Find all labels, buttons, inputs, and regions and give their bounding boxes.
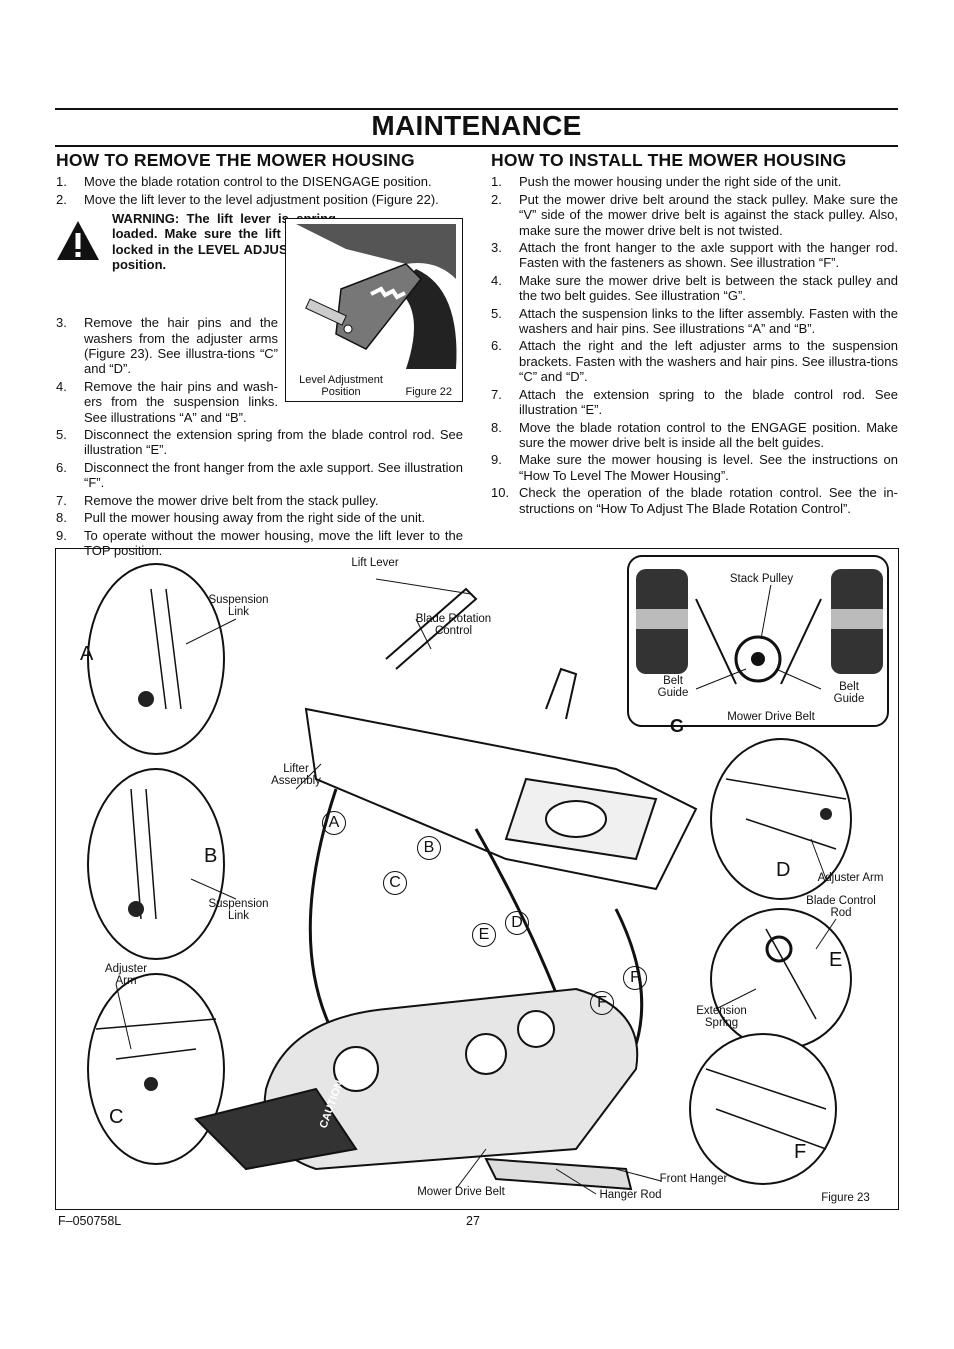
top-rule bbox=[55, 108, 898, 110]
stack-pulley-label: Stack Pulley bbox=[724, 573, 799, 585]
adjuster-arm-left-label: Adjuster Arm bbox=[104, 963, 148, 987]
detail-letter-d: D bbox=[776, 859, 791, 881]
figure-22-number: Figure 22 bbox=[405, 386, 452, 398]
install-step: 7.Attach the extension spring to the bla… bbox=[491, 386, 898, 418]
install-section: HOW TO INSTALL THE MOWER HOUSING 1.Push … bbox=[491, 150, 898, 518]
detail-letter-f: F bbox=[794, 1141, 807, 1163]
callout-letter-e: E bbox=[472, 923, 496, 947]
detail-letter-a: A bbox=[80, 643, 94, 665]
install-step: 2.Put the mower drive belt around the st… bbox=[491, 191, 898, 238]
callout-letter-f1: F bbox=[623, 966, 647, 990]
title-rule bbox=[55, 145, 898, 147]
remove-step: 2.Move the lift lever to the level adjus… bbox=[56, 191, 439, 207]
remove-step: 4.Remove the hair pins and wash-ers from… bbox=[56, 378, 278, 425]
install-step: 9.Make sure the mower housing is level. … bbox=[491, 452, 898, 483]
remove-step: 8.Pull the mower housing away from the r… bbox=[56, 510, 426, 526]
hanger-rod-label: Hanger Rod bbox=[599, 1189, 662, 1201]
extension-spring-label: Extension Spring bbox=[696, 1005, 747, 1029]
remove-section: HOW TO REMOVE THE MOWER HOUSING 1.Move t… bbox=[56, 150, 463, 560]
install-step: 6.Attach the right and the left adjuster… bbox=[491, 338, 898, 385]
blade-rotation-control-label: Blade Rotation Control bbox=[415, 613, 492, 637]
lift-lever-label: Lift Lever bbox=[351, 557, 399, 569]
figure-23: CAUTION Lift Lever Blade Rotation Contro… bbox=[55, 548, 899, 1210]
mower-housing-illustration: CAUTION bbox=[87, 555, 889, 1195]
install-step: 5.Attach the suspension links to the lif… bbox=[491, 305, 898, 337]
install-heading: HOW TO INSTALL THE MOWER HOUSING bbox=[491, 150, 847, 170]
front-hanger-label: Front Hanger bbox=[659, 1173, 728, 1185]
callout-letter-d: D bbox=[505, 911, 529, 935]
install-step: 4.Make sure the mower drive belt is betw… bbox=[491, 272, 898, 304]
lift-lever-illustration bbox=[296, 224, 457, 369]
callout-letter-f2: F bbox=[590, 991, 614, 1015]
install-step: 3.Attach the front hanger to the axle su… bbox=[491, 240, 898, 271]
remove-step: 9.To operate without the mower housing, … bbox=[56, 527, 463, 558]
remove-step: 3.Remove the hair pins and the washers f… bbox=[56, 315, 278, 377]
suspension-link-a-label: Suspension Link bbox=[208, 594, 269, 618]
figure-22-caption: Level Adjustment Position bbox=[299, 374, 383, 398]
page-title: MAINTENANCE bbox=[371, 110, 582, 141]
remove-step: 5.Disconnect the extension spring from t… bbox=[56, 427, 463, 458]
figure-23-number: Figure 23 bbox=[821, 1192, 870, 1204]
remove-heading: HOW TO REMOVE THE MOWER HOUSING bbox=[56, 150, 415, 170]
callout-letter-c: C bbox=[383, 871, 407, 895]
figure-22: Level Adjustment Position Figure 22 bbox=[285, 218, 463, 402]
detail-letter-e: E bbox=[829, 949, 843, 971]
lifter-assembly-label: Lifter Assembly bbox=[271, 763, 321, 787]
belt-guide-right-label: Belt Guide bbox=[833, 681, 865, 705]
page-number: 27 bbox=[466, 1214, 480, 1228]
detail-letter-b: B bbox=[204, 845, 218, 867]
install-step: 8.Move the blade rotation control to the… bbox=[491, 419, 898, 450]
warning-icon bbox=[57, 221, 99, 261]
callout-letter-a: A bbox=[322, 811, 346, 835]
warning-block: WARNING: The lift lever is spring loaded… bbox=[56, 211, 463, 311]
suspension-link-b-label: Suspension Link bbox=[208, 898, 269, 922]
remove-step: 6.Disconnect the front hanger from the a… bbox=[56, 459, 463, 491]
blade-control-rod-label: Blade Control Rod bbox=[806, 895, 876, 919]
warning-text: WARNING: The lift lever is spring loaded… bbox=[112, 211, 336, 272]
install-step: 10.Check the operation of the blade rota… bbox=[491, 485, 898, 516]
adjuster-arm-right-label: Adjuster Arm bbox=[817, 872, 884, 884]
detail-letter-c: C bbox=[109, 1106, 124, 1128]
document-code: F–050758L bbox=[58, 1214, 122, 1228]
remove-step: 7.Remove the mower drive belt from the s… bbox=[56, 492, 379, 508]
belt-guide-left-label: Belt Guide bbox=[657, 675, 689, 699]
install-step: 1.Push the mower housing under the right… bbox=[491, 174, 842, 190]
detail-letter-g: G bbox=[670, 716, 685, 736]
callout-letter-b: B bbox=[417, 836, 441, 860]
remove-step: 1.Move the blade rotation control to the… bbox=[56, 174, 432, 190]
mower-drive-belt-g-label: Mower Drive Belt bbox=[727, 711, 815, 723]
mower-drive-belt-label: Mower Drive Belt bbox=[417, 1186, 505, 1198]
